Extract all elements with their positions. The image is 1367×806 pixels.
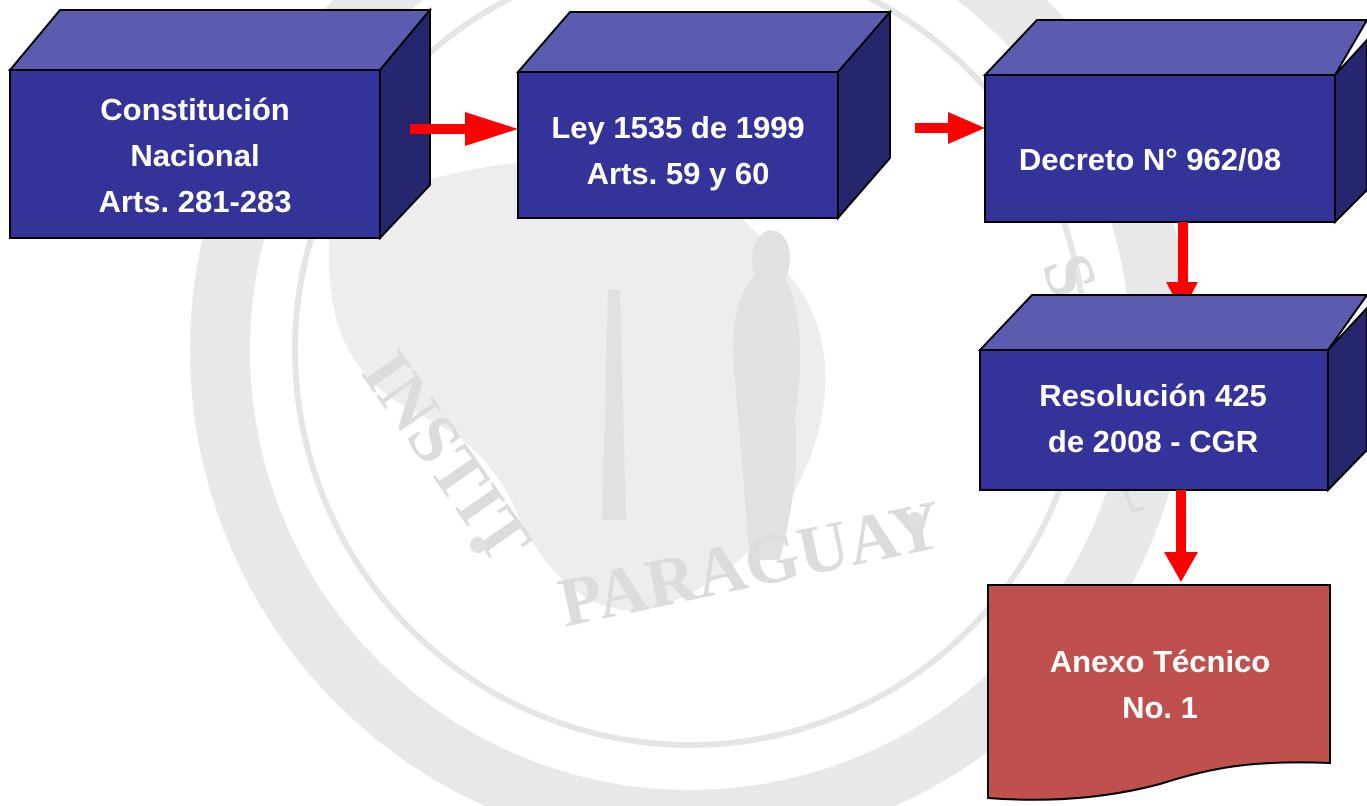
box-constitucion-line-2: Nacional (130, 138, 259, 173)
document-anexo-line-2: No. 1 (1122, 690, 1198, 725)
arrow-constitucion-to-ley (410, 112, 518, 146)
box-resolucion: Resolución 425 de 2008 - CGR (977, 294, 1367, 493)
arrow-ley-to-decreto (915, 112, 985, 144)
box-decreto: Decreto N° 962/08 (982, 19, 1367, 225)
monument-silhouette (602, 290, 626, 520)
box-ley-line-1: Ley 1535 de 1999 (551, 110, 804, 145)
document-anexo-line-1: Anexo Técnico (1050, 644, 1271, 679)
box-constitucion: Constitución Nacional Arts. 281-283 (7, 7, 433, 241)
box-constitucion-line-3: Arts. 281-283 (98, 184, 291, 219)
box-decreto-line-1: Decreto N° 962/08 (1019, 142, 1281, 177)
map-silhouette (328, 160, 826, 611)
box-ley-line-2: Arts. 59 y 60 (587, 156, 770, 191)
figure-silhouette (732, 230, 801, 560)
document-anexo: Anexo Técnico No. 1 (987, 584, 1331, 801)
box-resolucion-line-1: Resolución 425 (1039, 378, 1266, 413)
box-ley: Ley 1535 de 1999 Arts. 59 y 60 (515, 9, 893, 221)
arrow-resolucion-to-anexo (1164, 490, 1198, 582)
box-constitucion-line-1: Constitución (100, 92, 289, 127)
box-resolucion-line-2: de 2008 - CGR (1048, 424, 1258, 459)
